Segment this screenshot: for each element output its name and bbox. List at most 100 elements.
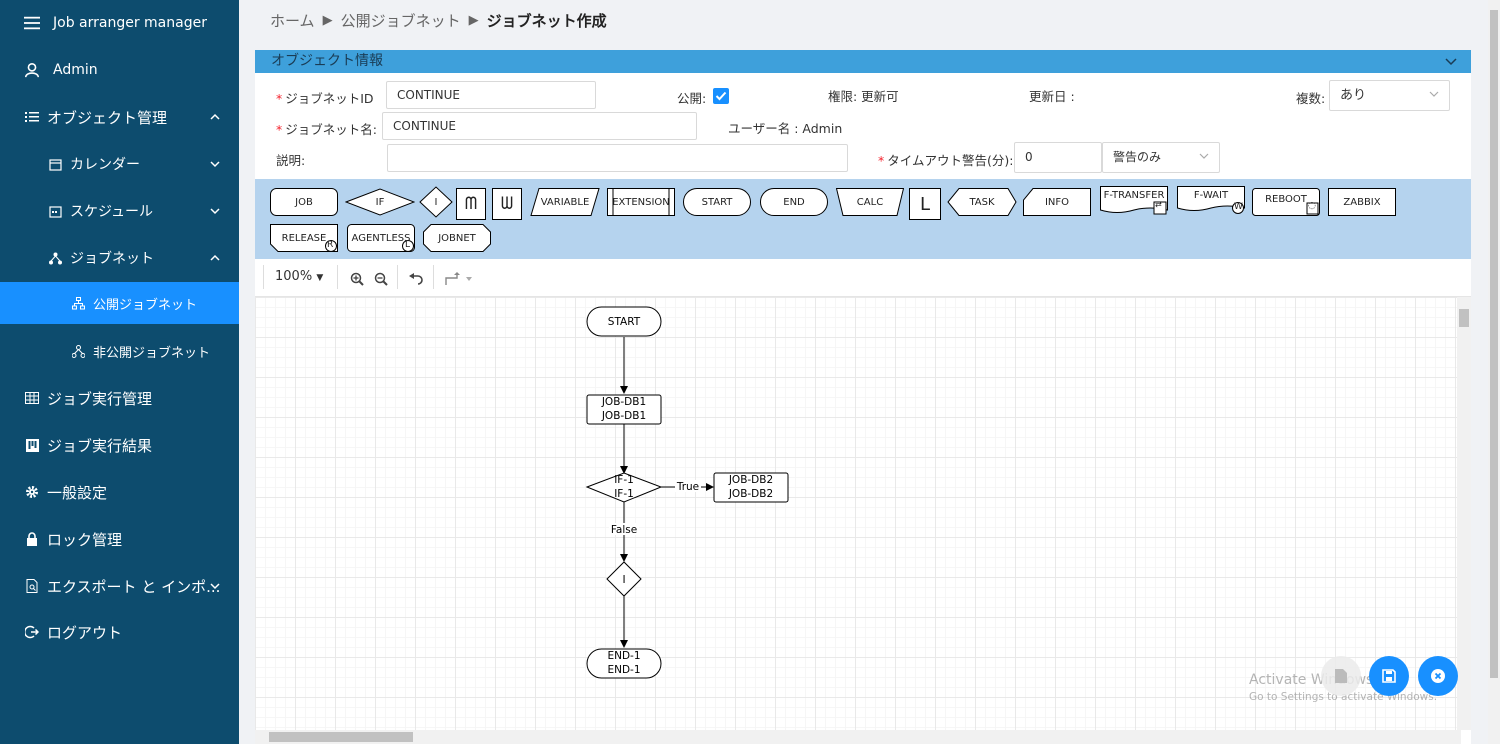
palette-extension[interactable]: EXTENSION — [607, 188, 675, 216]
timeout-input[interactable]: 0 — [1014, 142, 1102, 173]
palette-job[interactable]: JOB — [270, 188, 338, 216]
jobnet-id-input[interactable]: CONTINUE — [386, 81, 596, 109]
zoom-in-icon[interactable] — [350, 272, 364, 286]
node-start[interactable] — [586, 306, 662, 337]
multiple-select[interactable]: あり — [1329, 80, 1450, 111]
breadcrumb-public-jobnet[interactable]: 公開ジョブネット — [340, 11, 461, 30]
palette-reboot[interactable]: REBOOT ◌ — [1252, 188, 1320, 216]
permission-text: 権限: 更新可 — [828, 89, 899, 104]
palette-variable[interactable]: VARIABLE — [530, 188, 600, 216]
sidebar-item-job-execution[interactable]: ジョブ実行管理 — [0, 375, 239, 421]
palette-agentless[interactable]: AGENTLESS L — [347, 224, 415, 252]
palette-f-wait[interactable]: F-WAIT W — [1177, 186, 1245, 216]
zoom-out-icon[interactable] — [374, 272, 388, 286]
node-if-1[interactable] — [585, 472, 663, 503]
node-start-label: START — [608, 316, 641, 328]
palette-task[interactable]: TASK — [947, 188, 1017, 216]
hamburger-menu-icon[interactable] — [24, 15, 40, 31]
chevron-down-icon — [1199, 153, 1209, 159]
description-label: 説明: — [276, 153, 306, 168]
palette-end[interactable]: END — [760, 188, 828, 216]
toolbar-divider — [263, 265, 264, 289]
sidebar-item-job-results[interactable]: ジョブ実行結果 — [0, 422, 239, 468]
save-button[interactable] — [1369, 656, 1409, 696]
chevron-down-icon — [210, 583, 220, 590]
zoom-select[interactable]: 100% ▼ — [275, 269, 324, 284]
timeout-action-select[interactable]: 警告のみ — [1102, 142, 1220, 173]
palette-jobnet[interactable]: JOBNET — [423, 224, 491, 252]
breadcrumb-home[interactable]: ホーム — [270, 11, 315, 30]
scrollbar-thumb[interactable] — [1459, 309, 1469, 327]
scrollbar-thumb[interactable] — [269, 732, 413, 742]
sidebar-item-label: ジョブネット — [70, 251, 154, 267]
canvas-vertical-scrollbar[interactable] — [1457, 297, 1471, 730]
network-icon — [70, 343, 86, 359]
user-name-text: ユーザー名 : Admin — [728, 121, 843, 136]
sidebar-item-general-settings[interactable]: 一般設定 — [0, 469, 239, 515]
sidebar-item-lock-management[interactable]: ロック管理 — [0, 516, 239, 562]
updated-label: 更新日 : — [1029, 89, 1075, 104]
palette-parallel-end[interactable]: ᗯ — [492, 188, 522, 220]
wait-badge-icon: W — [1234, 202, 1243, 212]
palette-start[interactable]: START — [683, 188, 751, 216]
logout-icon — [24, 624, 40, 640]
canvas-horizontal-scrollbar[interactable] — [255, 730, 1461, 744]
node-end-1[interactable] — [586, 648, 662, 679]
release-badge-icon: R — [327, 240, 334, 250]
close-circle-icon — [1431, 669, 1445, 683]
palette-if[interactable]: IF — [345, 188, 415, 216]
description-input[interactable] — [387, 144, 848, 172]
palette-parallel-start[interactable]: ᗰ — [456, 188, 486, 220]
node-end-sublabel: END-1 — [607, 664, 640, 676]
node-job-db1[interactable] — [586, 394, 662, 425]
new-document-button[interactable] — [1321, 656, 1361, 696]
chevron-down-icon[interactable] — [1445, 55, 1457, 67]
sidebar-item-label: ジョブ実行結果 — [47, 436, 153, 455]
close-button[interactable] — [1418, 656, 1458, 696]
chevron-up-icon — [210, 254, 220, 261]
edge-true-label: True — [676, 481, 699, 493]
jobnet-name-input[interactable]: CONTINUE — [382, 112, 697, 140]
node-ignore[interactable] — [606, 561, 642, 597]
undo-icon[interactable] — [409, 273, 424, 285]
palette-ignore[interactable]: I — [419, 186, 453, 218]
public-checkbox[interactable] — [713, 88, 729, 104]
page-vertical-scrollbar[interactable] — [1488, 0, 1500, 744]
node-job-db2[interactable] — [713, 472, 789, 503]
node-job1-sublabel: JOB-DB1 — [601, 410, 646, 422]
sidebar-user[interactable]: Admin — [0, 47, 239, 93]
user-name: Admin — [53, 62, 98, 78]
sidebar-item-label: ロック管理 — [47, 530, 123, 549]
palette-f-transfer[interactable]: F-TRANSFER ⇄ — [1100, 186, 1168, 216]
breadcrumb: ホーム ▶ 公開ジョブネット ▶ ジョブネット作成 — [270, 8, 607, 32]
palette-loop[interactable]: L — [909, 188, 941, 220]
scrollbar-thumb[interactable] — [1490, 10, 1498, 678]
sidebar-item-label: ログアウト — [47, 623, 123, 642]
sidebar-item-public-jobnet[interactable]: 公開ジョブネット — [0, 282, 239, 324]
timeout-label: *タイムアウト警告(分): — [878, 153, 1014, 168]
chevron-down-icon — [210, 161, 220, 168]
sidebar-item-object-management[interactable]: オブジェクト管理 — [0, 94, 239, 140]
sidebar-item-schedule[interactable]: スケジュール — [0, 188, 239, 234]
sidebar-item-jobnet[interactable]: ジョブネット — [0, 235, 239, 281]
sidebar-item-label: オブジェクト管理 — [47, 108, 168, 127]
gear-icon — [24, 484, 40, 500]
flow-canvas[interactable]: START JOB-DB1 JOB-DB1 IF-1 IF-1 JOB-DB2 … — [255, 297, 1461, 730]
palette-calc[interactable]: CALC — [836, 188, 904, 216]
palette-release[interactable]: RELEASE R — [270, 224, 338, 252]
sidebar-item-private-jobnet[interactable]: 非公開ジョブネット — [0, 328, 239, 374]
sidebar-item-logout[interactable]: ログアウト — [0, 609, 239, 655]
agentless-badge-icon: L — [405, 240, 411, 250]
node-if-sublabel: IF-1 — [614, 488, 634, 500]
sidebar-item-calendar[interactable]: カレンダー — [0, 141, 239, 187]
node-job1-label: JOB-DB1 — [601, 396, 646, 408]
sidebar-item-export-import[interactable]: エクスポート と インポ... — [0, 563, 239, 609]
flow-diagram: START JOB-DB1 JOB-DB1 IF-1 IF-1 JOB-DB2 … — [585, 306, 789, 679]
palette-zabbix[interactable]: ZABBIX — [1328, 188, 1396, 216]
palette-info[interactable]: INFO — [1023, 188, 1091, 216]
network-icon — [47, 250, 63, 266]
connector-style-icon[interactable] — [445, 272, 473, 286]
object-info-panel: オブジェクト情報 *ジョブネットID CONTINUE 公開: 権限: 更新可 … — [255, 50, 1471, 744]
edge-false-label: False — [611, 524, 637, 536]
panel-header[interactable]: オブジェクト情報 — [255, 50, 1471, 73]
